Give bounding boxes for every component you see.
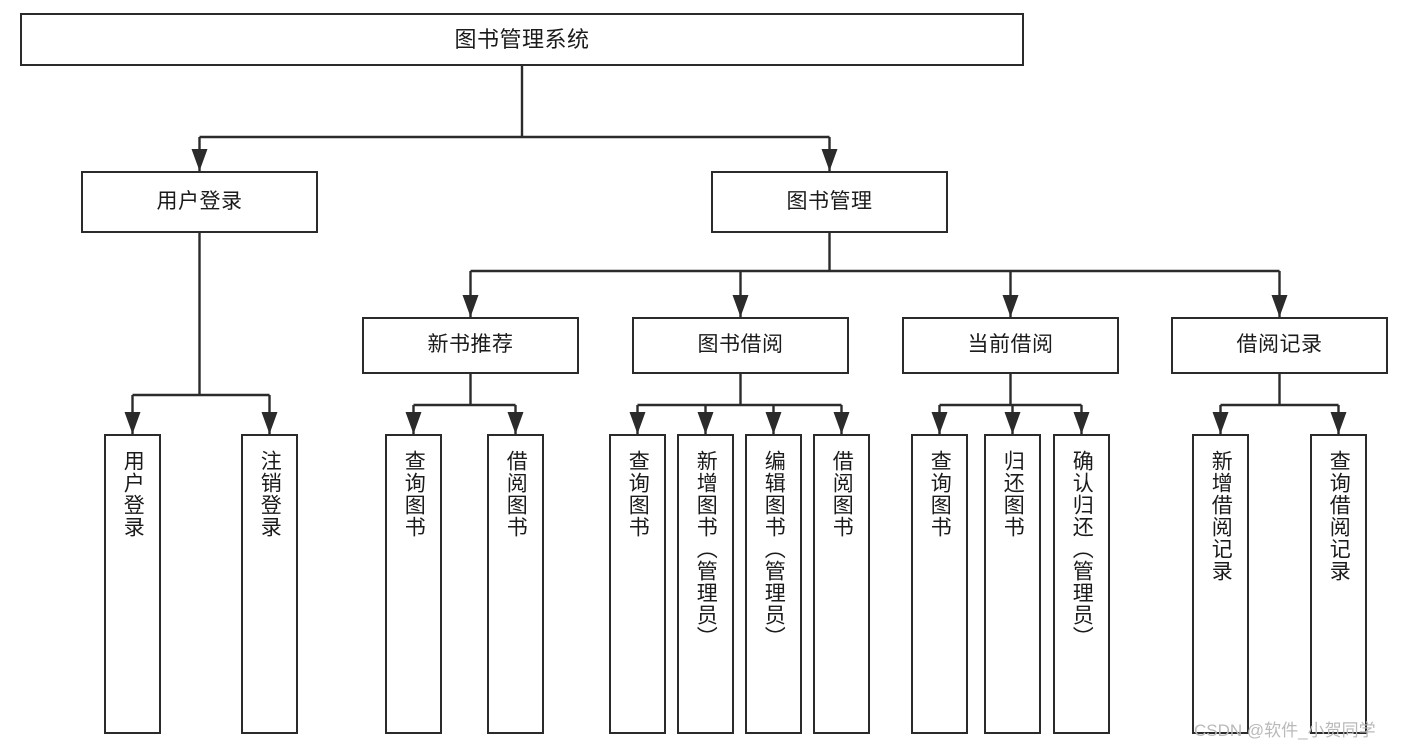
node-user-login[interactable]: 用户登录: [81, 171, 318, 233]
node-leaf-borrow-book-1[interactable]: 借阅图书: [487, 434, 544, 734]
node-label: 新增借阅记录: [1209, 450, 1233, 582]
arrow-head-icon: [462, 295, 479, 317]
arrow-head-icon: [1004, 412, 1021, 434]
arrow-head-icon: [1212, 412, 1229, 434]
node-leaf-query-book-3[interactable]: 查询图书: [911, 434, 968, 734]
arrow-head-icon: [821, 149, 838, 171]
node-label: 查询图书: [402, 450, 426, 538]
node-label: 查询图书: [928, 450, 952, 538]
node-label: 图书管理系统: [454, 26, 590, 52]
arrow-head-icon: [405, 412, 422, 434]
arrow-head-icon: [1330, 412, 1347, 434]
node-leaf-logout[interactable]: 注销登录: [241, 434, 298, 734]
node-label: 确认归还（管理员）: [1070, 450, 1094, 648]
node-label: 编辑图书（管理员）: [762, 450, 786, 648]
node-leaf-query-record[interactable]: 查询借阅记录: [1310, 434, 1367, 734]
arrow-head-icon: [697, 412, 714, 434]
node-current-borrow[interactable]: 当前借阅: [902, 317, 1119, 374]
node-label: 注销登录: [258, 450, 282, 538]
arrow-head-icon: [931, 412, 948, 434]
node-label: 新增图书（管理员）: [694, 450, 718, 648]
node-label: 用户登录: [121, 450, 145, 538]
node-label: 新书推荐: [427, 333, 514, 357]
node-label: 归还图书: [1001, 450, 1025, 538]
node-label: 借阅图书: [830, 450, 854, 538]
arrow-head-icon: [191, 149, 208, 171]
csdn-watermark: CSDN @软件_小贺同学: [1194, 721, 1376, 740]
arrow-head-icon: [765, 412, 782, 434]
node-book-borrow[interactable]: 图书借阅: [632, 317, 849, 374]
node-leaf-query-book-1[interactable]: 查询图书: [385, 434, 442, 734]
node-leaf-borrow-book-2[interactable]: 借阅图书: [813, 434, 870, 734]
node-label: 图书借阅: [697, 333, 784, 357]
arrow-head-icon: [833, 412, 850, 434]
node-root[interactable]: 图书管理系统: [20, 13, 1024, 66]
arrow-head-icon: [1073, 412, 1090, 434]
node-leaf-user-login[interactable]: 用户登录: [104, 434, 161, 734]
arrow-head-icon: [1002, 295, 1019, 317]
node-leaf-confirm-return[interactable]: 确认归还（管理员）: [1053, 434, 1110, 734]
node-label: 借阅记录: [1236, 333, 1323, 357]
node-label: 当前借阅: [967, 333, 1054, 357]
node-borrow-record[interactable]: 借阅记录: [1171, 317, 1388, 374]
arrow-head-icon: [507, 412, 524, 434]
node-leaf-return-book[interactable]: 归还图书: [984, 434, 1041, 734]
node-label: 用户登录: [156, 189, 243, 213]
node-leaf-add-book[interactable]: 新增图书（管理员）: [677, 434, 734, 734]
arrow-head-icon: [124, 412, 141, 434]
arrow-head-icon: [1271, 295, 1288, 317]
node-leaf-edit-book[interactable]: 编辑图书（管理员）: [745, 434, 802, 734]
node-label: 借阅图书: [504, 450, 528, 538]
node-label: 图书管理: [786, 189, 873, 213]
node-label: 查询图书: [626, 450, 650, 538]
node-book-manage[interactable]: 图书管理: [711, 171, 948, 233]
arrow-head-icon: [629, 412, 646, 434]
arrow-head-icon: [732, 295, 749, 317]
arrow-head-icon: [261, 412, 278, 434]
node-label: 查询借阅记录: [1327, 450, 1351, 582]
node-leaf-add-record[interactable]: 新增借阅记录: [1192, 434, 1249, 734]
node-new-book-recommend[interactable]: 新书推荐: [362, 317, 579, 374]
node-leaf-query-book-2[interactable]: 查询图书: [609, 434, 666, 734]
